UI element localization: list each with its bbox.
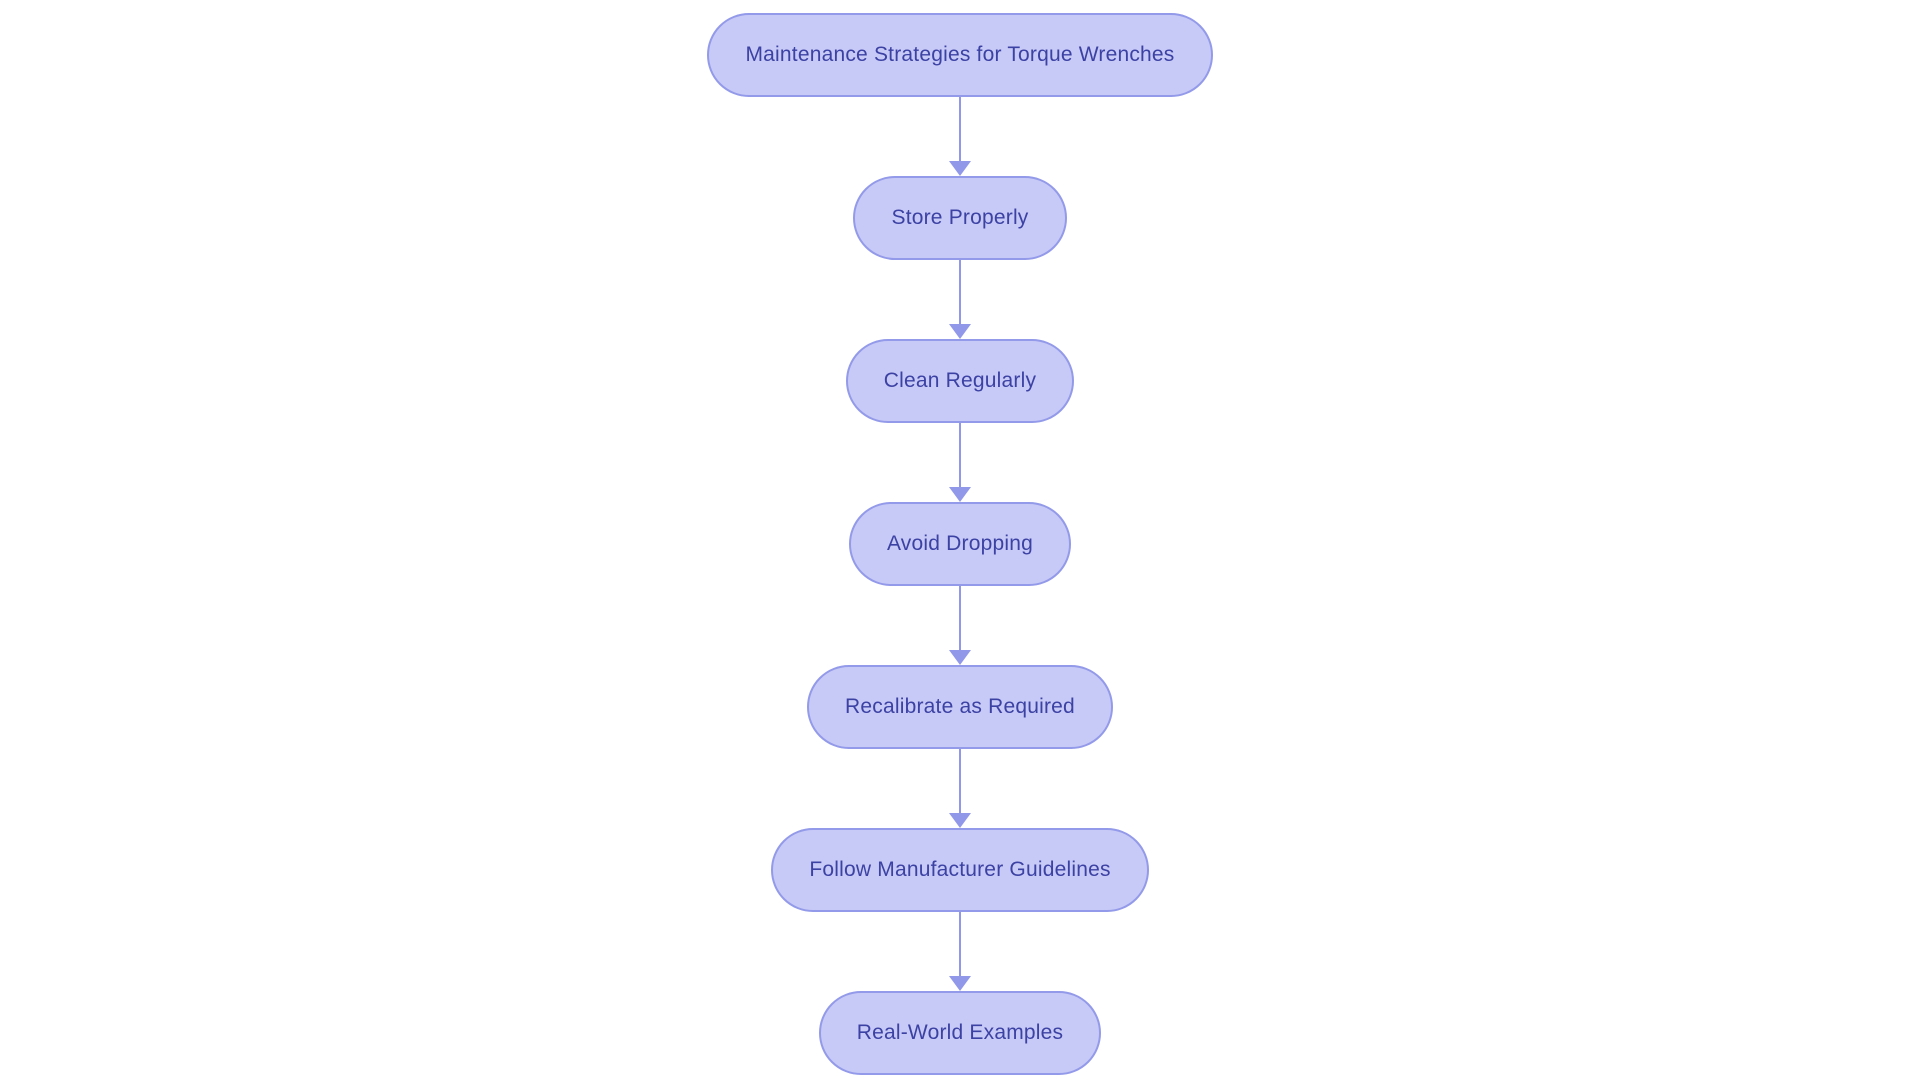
arrow-down-icon [949, 650, 971, 665]
flow-connector [949, 260, 971, 339]
flow-node-label: Maintenance Strategies for Torque Wrench… [745, 43, 1175, 66]
connector-line [958, 260, 962, 324]
flow-node-store-properly: Store Properly [853, 176, 1067, 260]
connector-line [958, 97, 962, 161]
connector-line [958, 586, 962, 650]
flow-connector [949, 586, 971, 665]
arrow-down-icon [949, 324, 971, 339]
arrow-down-icon [949, 813, 971, 828]
connector-line [958, 423, 962, 487]
arrow-down-icon [949, 161, 971, 176]
flow-node-label: Avoid Dropping [886, 532, 1033, 555]
flow-connector [949, 97, 971, 176]
flow-node-manufacturer-guidelines: Follow Manufacturer Guidelines [771, 828, 1149, 912]
flow-connector [949, 749, 971, 828]
flow-node-recalibrate: Recalibrate as Required [807, 665, 1113, 749]
connector-line [958, 749, 962, 813]
flow-connector [949, 912, 971, 991]
flow-node-label: Recalibrate as Required [845, 695, 1075, 718]
flow-node-label: Store Properly [891, 206, 1029, 229]
flow-node-label: Follow Manufacturer Guidelines [809, 858, 1111, 881]
flow-node-title: Maintenance Strategies for Torque Wrench… [707, 13, 1213, 97]
flow-connector [949, 423, 971, 502]
flow-node-label: Clean Regularly [883, 369, 1037, 392]
flow-node-avoid-dropping: Avoid Dropping [848, 502, 1071, 586]
flow-node-label: Real-World Examples [856, 1021, 1064, 1044]
flow-node-real-world-examples: Real-World Examples [818, 991, 1102, 1075]
flow-node-clean-regularly: Clean Regularly [845, 339, 1075, 423]
arrow-down-icon [949, 976, 971, 991]
connector-line [958, 912, 962, 976]
arrow-down-icon [949, 487, 971, 502]
